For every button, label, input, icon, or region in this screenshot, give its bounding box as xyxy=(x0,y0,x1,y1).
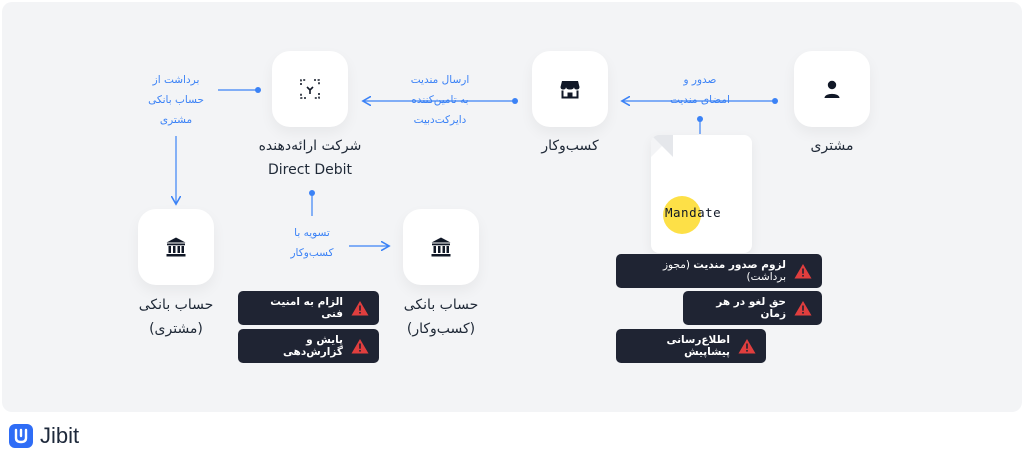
note-withdraw-line1: برداشت از xyxy=(152,74,200,86)
customer-label: مشتری xyxy=(810,138,854,154)
mandate-document: Mandate xyxy=(651,135,752,253)
note-settle-line2: کسب‌وکار xyxy=(290,247,334,259)
brand-name: Jibit xyxy=(40,423,80,448)
badge-monitoring-reporting-text: پایش و گزارش‌دهی xyxy=(282,334,343,358)
note-issue-sign: صدور و امضای مندیت xyxy=(640,70,760,110)
warning-icon xyxy=(794,264,812,279)
arrow-to-document xyxy=(697,116,703,134)
bank-business-label-line2: (کسب‌وکار) xyxy=(406,321,476,337)
note-issue-sign-line1: صدور و xyxy=(683,74,717,86)
badge-mandate-required-bold: لزوم صدور مندیت xyxy=(693,259,786,271)
bank-icon xyxy=(431,237,451,257)
badge-mandate-required: لزوم صدور مندیت (مجوز برداشت) xyxy=(616,254,822,288)
badge-cancel-anytime-text: حق لغو در هر زمان xyxy=(716,296,786,320)
shop-icon xyxy=(560,81,580,99)
warning-icon xyxy=(351,339,369,354)
provider-label-line1: شرکت ارائه‌دهنده xyxy=(258,138,362,154)
bank-business-label-line1: حساب بانکی xyxy=(403,297,479,313)
business-node xyxy=(532,51,608,127)
provider-label-line2: Direct Debit xyxy=(267,162,353,178)
bank-customer-node xyxy=(138,209,214,285)
note-settle-line1: تسویه با xyxy=(294,227,330,239)
note-withdraw-line2: حساب بانکی xyxy=(148,94,204,106)
bank-business-node xyxy=(403,209,479,285)
note-issue-sign-line2: امضای مندیت xyxy=(670,94,730,106)
business-label: کسب‌وکار xyxy=(541,138,599,154)
mandate-seal xyxy=(663,196,701,234)
warning-icon xyxy=(738,339,756,354)
bank-business-label: حساب بانکی (کسب‌وکار) xyxy=(351,293,531,341)
note-send-mandate-line1: ارسال مندیت xyxy=(410,74,470,86)
note-send-mandate: ارسال مندیت به تامین‌کننده دایرکت‌دبیت xyxy=(380,70,500,130)
note-settle: تسویه با کسب‌وکار xyxy=(252,223,372,263)
badge-monitoring-reporting: پایش و گزارش‌دهی xyxy=(238,329,379,363)
bank-customer-label-line1: حساب بانکی xyxy=(138,297,214,313)
bank-customer-label-line2: (مشتری) xyxy=(149,321,203,337)
provider-node xyxy=(272,51,348,127)
badge-advance-notice-text: اطلاع‌رسانی پیشاپیش xyxy=(666,334,730,358)
arrow-provider-to-settle xyxy=(309,190,315,216)
mandate-word: Mandate xyxy=(665,205,722,220)
note-withdraw: برداشت از حساب بانکی مشتری xyxy=(116,70,236,130)
badge-mandate-required-light: (مجوز برداشت) xyxy=(662,259,786,283)
note-send-mandate-line3: دایرکت‌دبیت xyxy=(413,114,467,126)
brand-logo: Jibit xyxy=(8,423,79,449)
bank-customer-label: حساب بانکی (مشتری) xyxy=(86,293,266,341)
badge-cancel-anytime: حق لغو در هر زمان xyxy=(683,291,822,325)
badge-advance-notice: اطلاع‌رسانی پیشاپیش xyxy=(616,329,766,363)
user-icon xyxy=(824,80,840,98)
badge-technical-security: الزام به امنیت فنی xyxy=(238,291,379,325)
provider-label: شرکت ارائه‌دهنده Direct Debit xyxy=(220,134,400,182)
note-withdraw-line3: مشتری xyxy=(159,114,193,126)
badge-technical-security-text: الزام به امنیت فنی xyxy=(270,296,343,320)
arrow-customer-to-business xyxy=(623,98,778,104)
customer-node xyxy=(794,51,870,127)
arrow-business-to-provider xyxy=(364,98,518,104)
scan-icon xyxy=(300,79,320,99)
jibit-logo-icon xyxy=(9,424,33,448)
bank-icon xyxy=(166,237,186,257)
note-send-mandate-line2: به تامین‌کننده xyxy=(411,94,469,106)
warning-icon xyxy=(794,301,812,316)
arrow-provider-to-withdraw xyxy=(218,87,261,93)
warning-icon xyxy=(351,301,369,316)
